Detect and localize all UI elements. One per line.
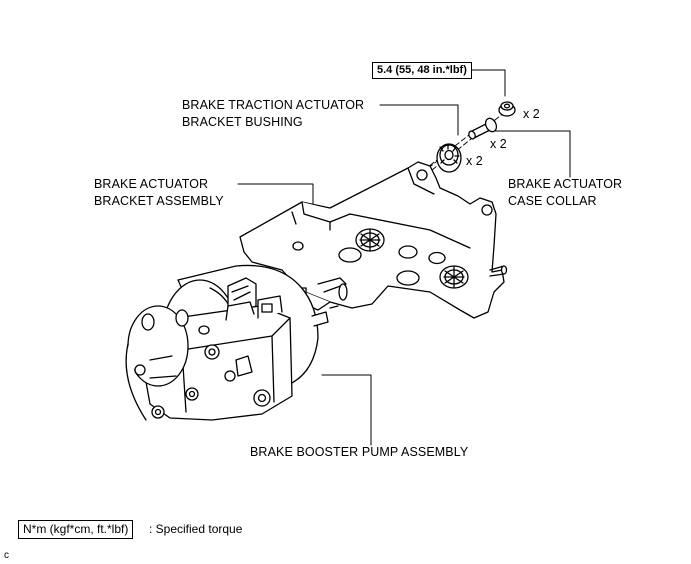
bolt-quantity: x 2 [490,137,507,151]
traction-bushing-label-line1: BRAKE TRACTION ACTUATOR [182,98,365,112]
case-collar-label-line2: CASE COLLAR [508,194,597,208]
nut-quantity: x 2 [523,107,540,121]
bracket-assembly-label-line1: BRAKE ACTUATOR [94,177,209,191]
booster-pump-label: BRAKE BOOSTER PUMP ASSEMBLY [250,445,469,459]
pump-body [125,264,348,421]
bushing-quantity: x 2 [466,154,483,168]
flange-nut [498,101,516,117]
case-collar-label-line1: BRAKE ACTUATOR [508,177,623,191]
torque-spec-box: 5.4 (55, 48 in.*lbf) [372,62,472,79]
legend-symbol: N*m (kgf*cm, ft.*lbf) [18,520,134,539]
legend-description: : Specified torque [149,522,243,536]
bolt [468,117,498,140]
bracket [239,161,508,319]
leader-lines [237,69,571,446]
figure-code: c [4,550,9,561]
traction-bushing-label-line2: BRACKET BUSHING [182,115,303,129]
bushing [436,143,462,173]
bracket-assembly-label-line2: BRACKET ASSEMBLY [94,194,224,208]
